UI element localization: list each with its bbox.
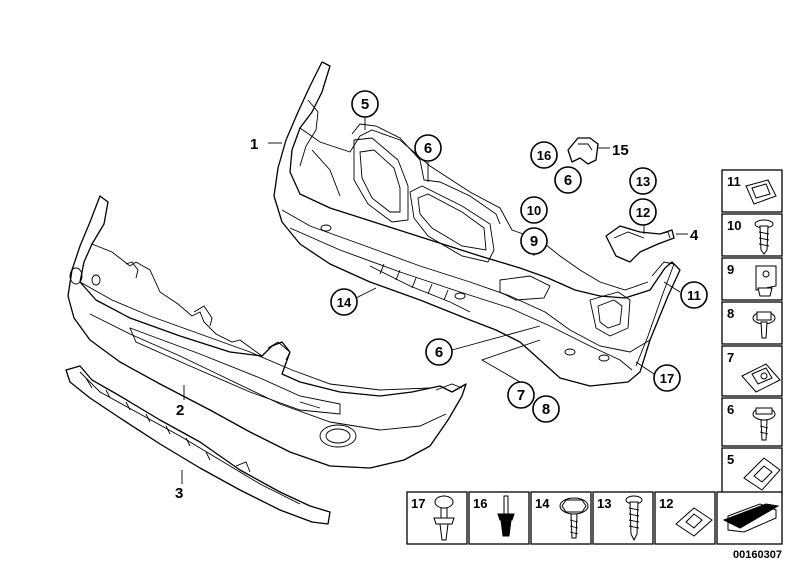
- svg-text:11: 11: [687, 288, 701, 303]
- svg-text:8: 8: [542, 401, 550, 418]
- part-cell-12: 12: [654, 491, 716, 545]
- svg-text:5: 5: [361, 96, 369, 113]
- parts-row: 17 16 14 13: [406, 491, 783, 545]
- part-cell-10: 10: [721, 213, 783, 257]
- callout-6-upper: 6: [414, 134, 442, 162]
- part-cell-13: 13: [592, 491, 654, 545]
- bumper-trim-panel: [273, 61, 681, 387]
- part-cell-7: 7: [721, 345, 783, 397]
- svg-text:9: 9: [727, 262, 734, 277]
- callout-5: 5: [351, 90, 379, 118]
- svg-text:6: 6: [564, 172, 572, 189]
- callout-1: 1: [250, 136, 258, 153]
- callout-6-lower: 6: [425, 338, 453, 366]
- svg-text:7: 7: [727, 350, 734, 365]
- callout-8: 8: [532, 395, 560, 423]
- part-cell-9: 9: [721, 257, 783, 301]
- reference-arrow-cell: [716, 491, 783, 545]
- part-cell-5: 5: [721, 447, 783, 495]
- callout-7: 7: [507, 381, 535, 409]
- part-cell-17: 17: [406, 491, 468, 545]
- callout-6-bracket: 6: [554, 166, 582, 194]
- svg-text:14: 14: [535, 496, 550, 511]
- svg-text:14: 14: [337, 295, 352, 310]
- svg-text:17: 17: [411, 496, 425, 511]
- bracket-part-4: [605, 225, 675, 263]
- callout-11: 11: [680, 281, 708, 309]
- svg-text:7: 7: [517, 387, 525, 404]
- svg-text:6: 6: [435, 344, 443, 361]
- svg-text:17: 17: [660, 371, 674, 386]
- svg-text:11: 11: [727, 174, 741, 189]
- svg-text:9: 9: [530, 233, 538, 250]
- svg-text:1: 1: [250, 136, 258, 153]
- leader-lines: [181, 116, 688, 484]
- svg-text:13: 13: [597, 496, 611, 511]
- svg-text:15: 15: [612, 142, 629, 159]
- part-cell-16: 16: [468, 491, 530, 545]
- svg-text:6: 6: [424, 140, 432, 157]
- callout-10: 10: [520, 196, 548, 224]
- callout-14: 14: [330, 288, 358, 316]
- svg-text:16: 16: [473, 496, 487, 511]
- callout-4: 4: [690, 227, 699, 244]
- callout-15: 15: [612, 142, 629, 159]
- bracket-part-15: [567, 137, 599, 165]
- document-number: 00160307: [733, 549, 782, 561]
- svg-text:3: 3: [175, 485, 183, 502]
- callout-16: 16: [530, 141, 558, 169]
- part-cell-14: 14: [530, 491, 592, 545]
- lower-spoiler: [67, 195, 467, 469]
- svg-text:12: 12: [636, 205, 650, 220]
- part-cell-11: 11: [721, 169, 783, 213]
- part-cell-6: 6: [721, 397, 783, 447]
- svg-text:10: 10: [727, 218, 741, 233]
- callout-2: 2: [176, 402, 184, 419]
- svg-text:4: 4: [690, 227, 699, 244]
- callout-13: 13: [629, 167, 657, 195]
- svg-text:12: 12: [659, 496, 673, 511]
- svg-text:6: 6: [727, 402, 734, 417]
- part-cell-8: 8: [721, 301, 783, 345]
- skid-plate: [65, 365, 331, 525]
- callout-9: 9: [520, 227, 548, 255]
- svg-text:13: 13: [636, 174, 650, 189]
- svg-text:2: 2: [176, 402, 184, 419]
- callout-3: 3: [175, 485, 183, 502]
- svg-text:8: 8: [727, 306, 734, 321]
- callout-17: 17: [653, 364, 681, 392]
- svg-text:10: 10: [527, 203, 541, 218]
- callout-12: 12: [629, 198, 657, 226]
- parts-column: 11 10 9 8 7: [721, 169, 783, 495]
- svg-text:16: 16: [537, 148, 551, 163]
- svg-text:5: 5: [727, 452, 734, 467]
